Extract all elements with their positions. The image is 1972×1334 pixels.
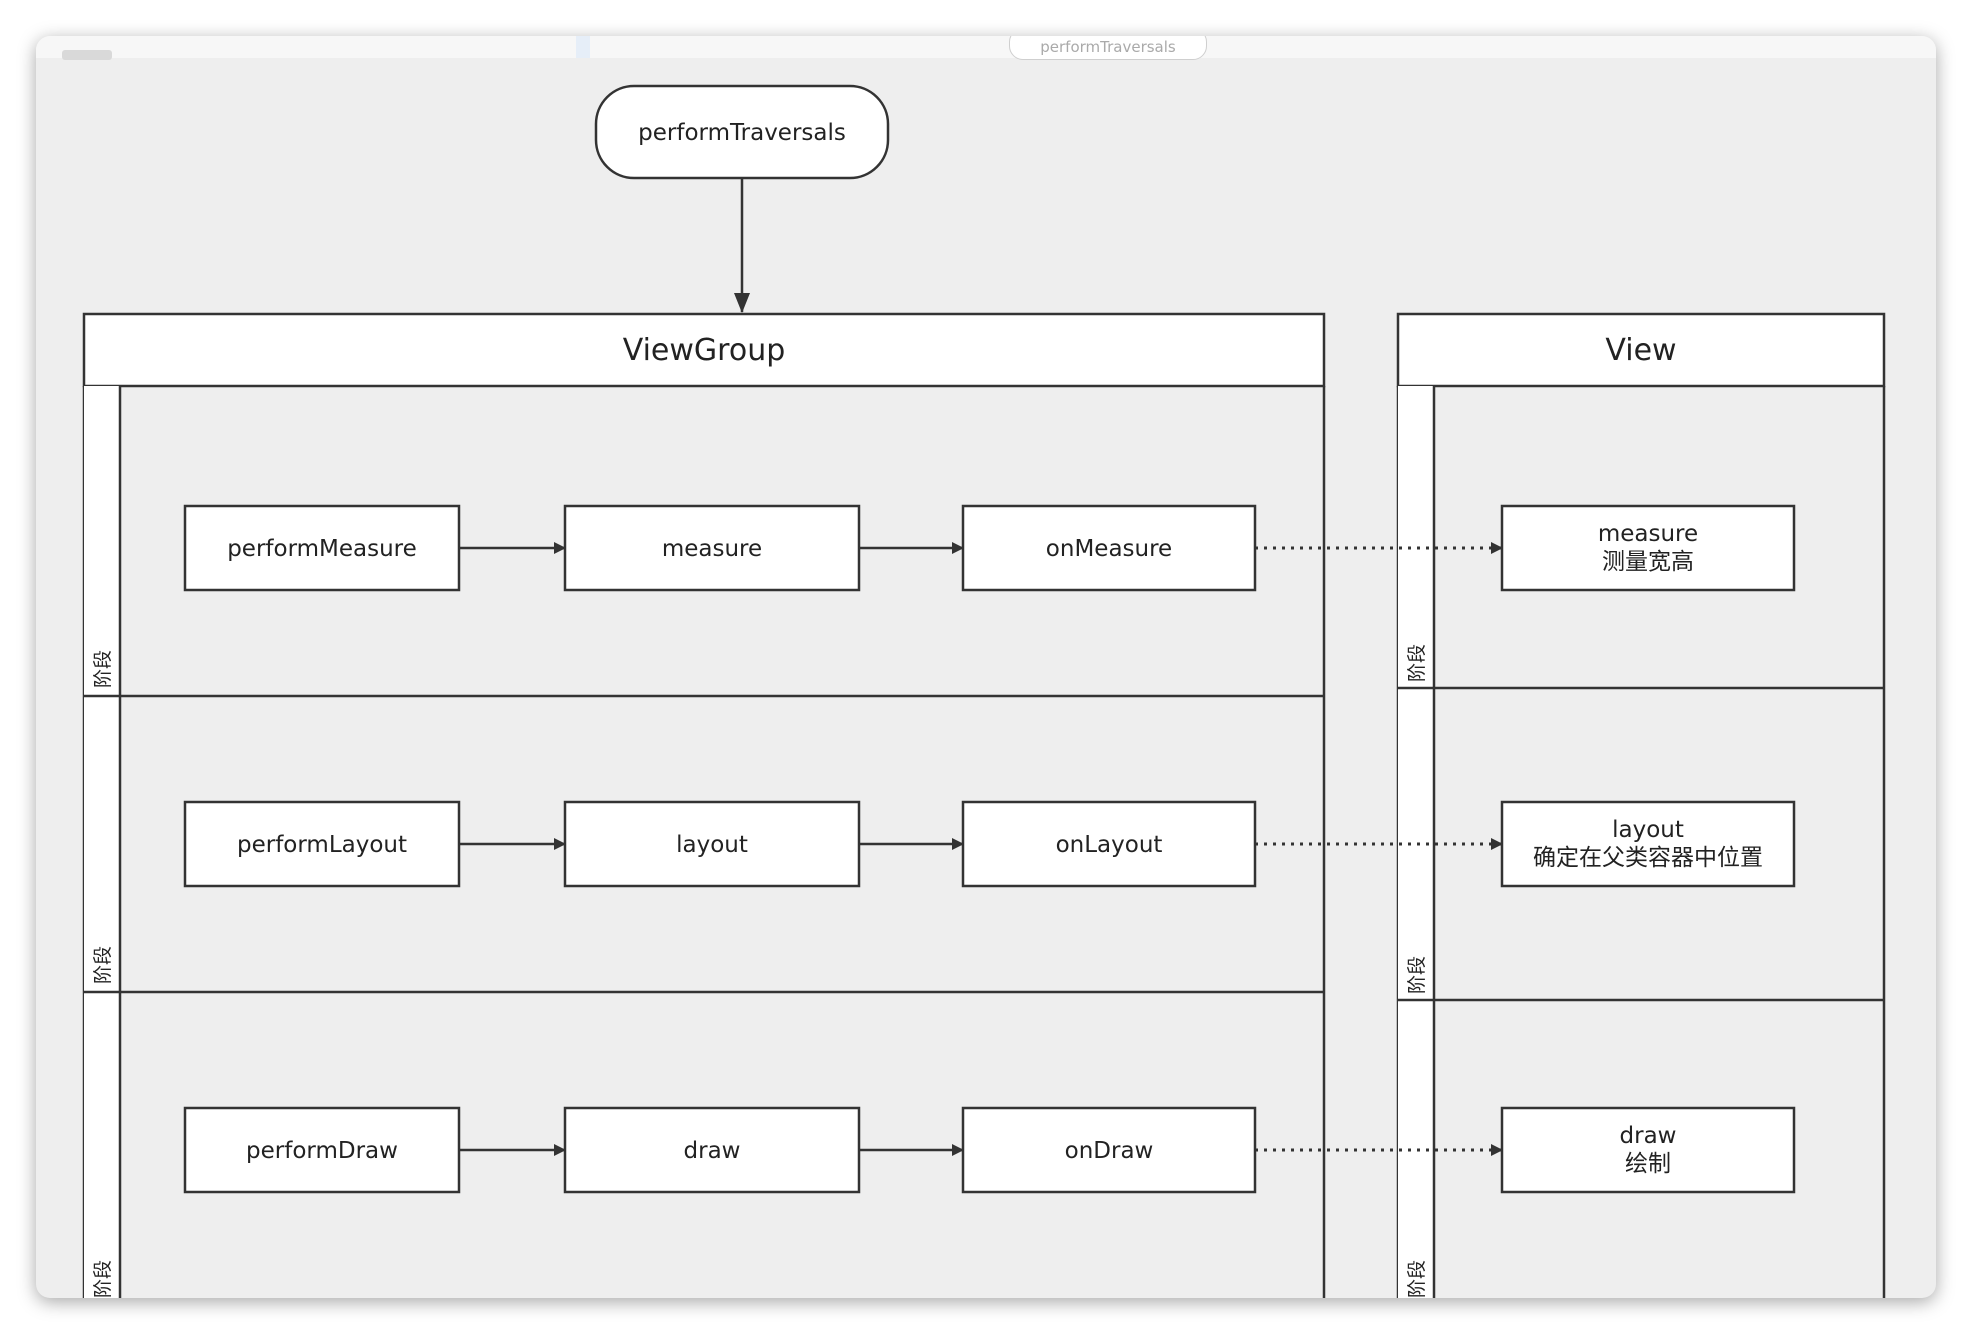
node-measure[interactable] [563,504,861,592]
view-node-layout-line1: layout [1612,817,1684,843]
view-node-measure-line2: 测量宽高 [1602,549,1694,575]
node-on-layout-label: onLayout [1056,832,1163,858]
node-on-layout[interactable] [961,800,1257,888]
diagram-window: performTraversals performTraversals View… [36,36,1936,1298]
node-on-draw-label: onDraw [1065,1138,1154,1164]
view-node-layout-line2: 确定在父类容器中位置 [1533,845,1763,871]
view-node-draw-line2: 绘制 [1625,1151,1671,1177]
view-node-draw-line1: draw [1620,1123,1677,1149]
node-on-draw[interactable] [961,1106,1257,1194]
node-draw-label: draw [684,1138,741,1164]
top-pill-tab[interactable]: performTraversals [1009,36,1207,60]
node-perform-measure-label: performMeasure [227,536,417,562]
viewgroup-pool: ViewGroup 阶段 阶段 阶段 [82,312,1326,1298]
draw-row: performDraw draw onDraw draw 绘制 [183,1106,1796,1194]
node-layout-label: layout [676,832,748,858]
view-lane-label-layout: 阶段 [1406,956,1428,994]
view-node-measure[interactable] [1500,504,1796,592]
node-perform-draw-label: performDraw [246,1138,398,1164]
panel-divider[interactable] [576,36,590,58]
view-title: View [1605,333,1676,368]
flowchart-canvas: performTraversals ViewGroup 阶段 阶段 阶段 Vie… [82,84,1886,1298]
node-on-measure[interactable] [961,504,1257,592]
viewgroup-lane-label-draw: 阶段 [92,1260,114,1298]
layout-row: performLayout layout onLayout layout 确定在… [183,800,1796,888]
view-pool: View 阶段 阶段 阶段 [1396,312,1886,1298]
view-lane-label-measure: 阶段 [1406,644,1428,682]
view-node-draw[interactable] [1500,1106,1796,1194]
node-perform-layout-label: performLayout [237,832,407,858]
node-on-measure-label: onMeasure [1046,536,1172,562]
start-node[interactable]: performTraversals [594,84,890,180]
viewgroup-lane-label-layout: 阶段 [92,946,114,984]
grip-handle[interactable] [62,50,112,60]
top-toolbar-strip: performTraversals [36,36,1936,60]
viewgroup-lane-label-measure: 阶段 [92,650,114,688]
measure-row: performMeasure measure onMeasure measure… [183,504,1796,592]
view-node-measure-line1: measure [1598,521,1698,547]
view-lane-label-draw: 阶段 [1406,1260,1428,1298]
view-node-layout[interactable] [1500,800,1796,888]
start-node-label: performTraversals [638,120,846,146]
node-measure-label: measure [662,536,762,562]
viewgroup-title: ViewGroup [623,333,786,368]
